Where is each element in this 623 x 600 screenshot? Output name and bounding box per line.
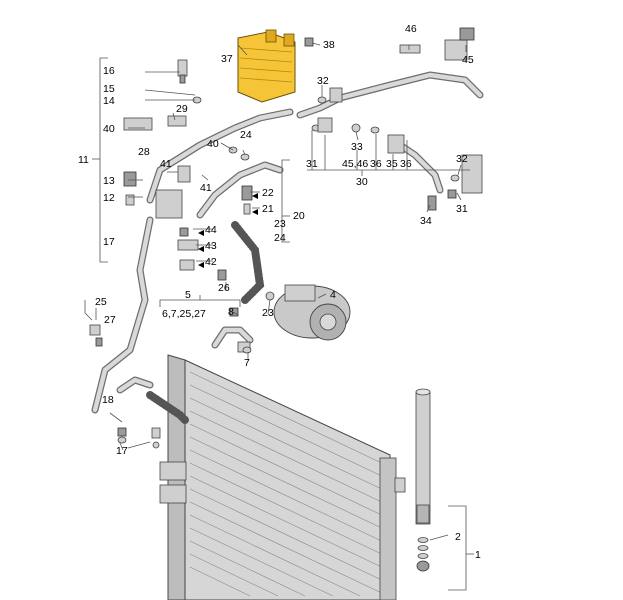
callout-31-a: 31 — [306, 158, 318, 170]
callout-40-center: 40 — [207, 138, 219, 150]
callout-2: 2 — [455, 531, 461, 543]
callout-26: 26 — [218, 282, 230, 294]
callout-labels: 1 2 4 5 6,7,25,27 7 8 11 12 13 14 15 16 … — [78, 23, 481, 561]
callout-21: 21 — [262, 203, 274, 215]
callout-arrows — [198, 193, 258, 268]
callout-33: 33 — [351, 141, 363, 153]
callout-1: 1 — [475, 549, 481, 561]
callout-31-b: 31 — [456, 203, 468, 215]
callout-32-a: 32 — [317, 75, 329, 87]
callout-25: 25 — [95, 296, 107, 308]
callout-38: 38 — [323, 39, 335, 51]
callout-45-46: 45,46 — [342, 158, 368, 170]
callout-4: 4 — [330, 289, 336, 301]
callout-20: 20 — [293, 210, 305, 222]
callout-22: 22 — [262, 187, 274, 199]
callout-45: 45 — [462, 54, 474, 66]
callout-24-group: 24 — [274, 232, 286, 244]
refrigerant-lines — [91, 71, 484, 424]
callout-36-a: 36 — [370, 158, 382, 170]
callout-23-compressor: 23 — [262, 307, 274, 319]
callout-35: 35 — [386, 158, 398, 170]
callout-16: 16 — [103, 65, 115, 77]
condenser — [159, 354, 406, 600]
callout-11: 11 — [78, 154, 89, 166]
callout-34: 34 — [420, 215, 432, 227]
expansion-valve-highlighted — [237, 29, 296, 103]
callout-46: 46 — [405, 23, 417, 35]
callout-32-b: 32 — [456, 153, 468, 165]
callout-40-left: 40 — [103, 123, 115, 135]
callout-30: 30 — [356, 176, 368, 188]
callout-14: 14 — [103, 95, 115, 107]
callout-43: 43 — [205, 240, 217, 252]
callout-6-7-25-27: 6,7,25,27 — [162, 308, 206, 320]
callout-5: 5 — [185, 289, 191, 301]
compressor — [273, 284, 351, 341]
callout-44: 44 — [205, 224, 217, 236]
callout-23-group: 23 — [274, 218, 286, 230]
small-fittings — [89, 27, 483, 449]
callout-41-a: 41 — [160, 158, 172, 170]
callout-7: 7 — [244, 357, 250, 369]
callout-24-top: 24 — [240, 129, 252, 141]
callout-17-left: 17 — [103, 236, 115, 248]
callout-13: 13 — [103, 175, 115, 187]
receiver-drier — [415, 388, 431, 572]
callout-27: 27 — [104, 314, 116, 326]
callout-42: 42 — [205, 256, 217, 268]
callout-12: 12 — [103, 192, 115, 204]
callout-36-b: 36 — [400, 158, 412, 170]
callout-37: 37 — [221, 53, 233, 65]
callout-41-b: 41 — [200, 182, 212, 194]
callout-18: 18 — [102, 394, 114, 406]
callout-17-bottom: 17 — [116, 445, 128, 457]
callout-8: 8 — [228, 306, 234, 318]
callout-28: 28 — [138, 146, 150, 158]
callout-29: 29 — [176, 103, 188, 115]
leader-lines — [84, 42, 474, 591]
callout-15: 15 — [103, 83, 115, 95]
